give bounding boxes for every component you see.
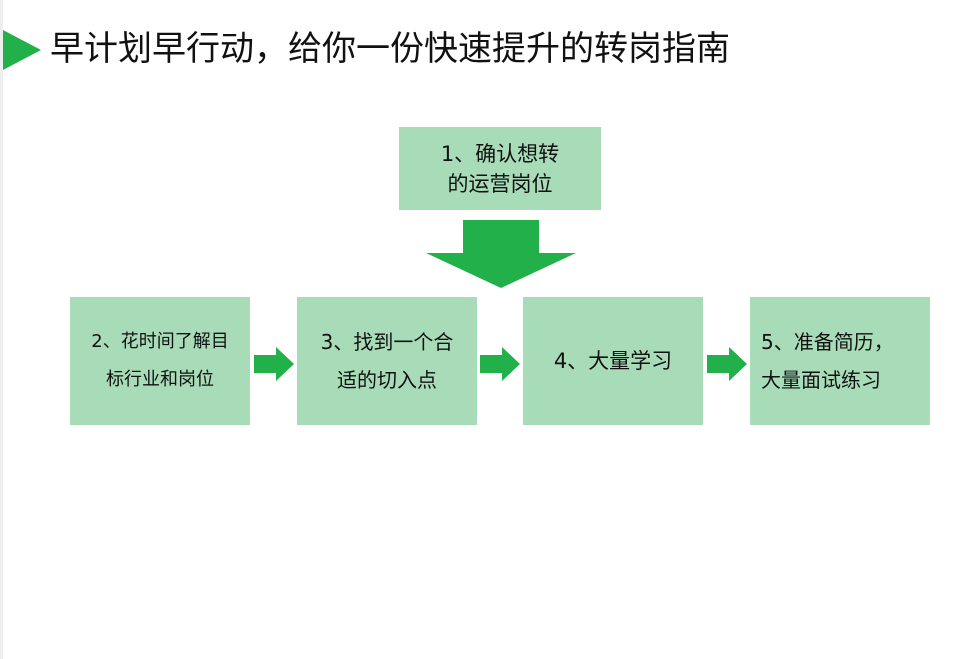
step-5-label: 5、准备简历， 大量面试练习 xyxy=(761,330,894,392)
step-2-box: 2、花时间了解目 标行业和岗位 xyxy=(70,297,250,425)
step-5-box: 5、准备简历， 大量面试练习 xyxy=(750,297,930,425)
page-title: 早计划早行动，给你一份快速提升的转岗指南 xyxy=(50,29,730,69)
step-4-box: 4、大量学习 xyxy=(523,297,703,425)
step-3-box: 3、找到一个合 适的切入点 xyxy=(297,297,477,425)
left-edge-rule xyxy=(0,0,3,659)
triangle-right-icon xyxy=(3,30,41,70)
arrow-right-icon xyxy=(254,347,294,381)
step-1-label: 1、确认想转 的运营岗位 xyxy=(440,141,560,196)
step-4-label: 4、大量学习 xyxy=(553,349,673,373)
step-2-label: 2、花时间了解目 标行业和岗位 xyxy=(91,331,229,390)
arrow-down-icon xyxy=(426,220,576,288)
step-1-box: 1、确认想转 的运营岗位 xyxy=(399,127,601,210)
arrow-right-icon xyxy=(707,347,747,381)
arrow-right-icon xyxy=(480,347,520,381)
step-3-label: 3、找到一个合 适的切入点 xyxy=(320,330,454,392)
